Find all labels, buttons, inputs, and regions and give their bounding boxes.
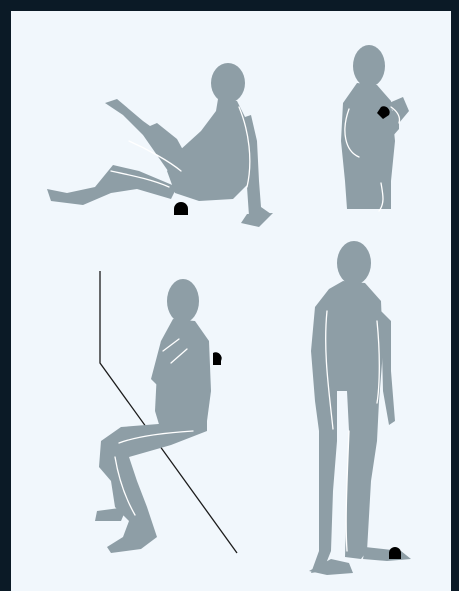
illustration-canvas <box>11 11 451 591</box>
figure-standing-foot <box>11 11 451 591</box>
standing-body <box>309 241 411 575</box>
massage-ball-foot <box>389 547 401 559</box>
